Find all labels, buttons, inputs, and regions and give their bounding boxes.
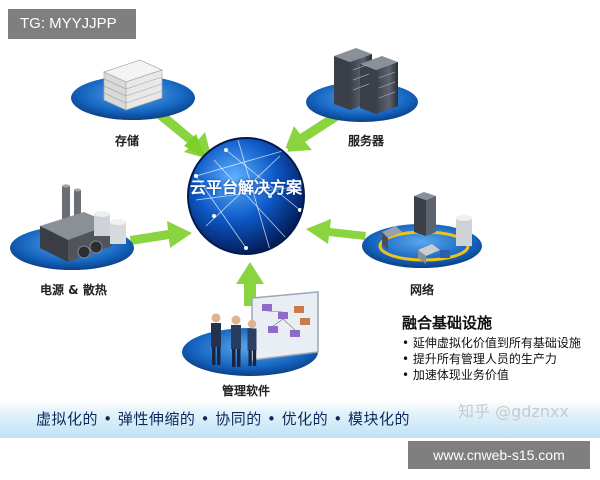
panel-item-text: 加速体现业务价值: [412, 368, 509, 382]
watermark-text: 知乎 @gdznxx: [458, 402, 569, 421]
node-label-power: 电源 & 散热: [40, 283, 107, 297]
panel-title: 融合基础设施: [402, 314, 493, 332]
management-software-icon: [211, 291, 319, 367]
node-label-storage: 存储: [115, 134, 140, 148]
storage-device-icon: [103, 59, 163, 111]
node-label-servers: 服务器: [348, 134, 385, 148]
network-devices-icon: [378, 192, 472, 264]
infrastructure-panel: 融合基础设施 • 延伸虚拟化价值到所有基础设施 • 提升所有管理人员的生产力 •…: [402, 312, 598, 383]
power-plant-icon: [40, 184, 126, 262]
panel-item: • 提升所有管理人员的生产力: [402, 352, 557, 366]
panel-item: • 延伸虚拟化价值到所有基础设施: [402, 336, 581, 350]
arrow-power: [130, 221, 192, 248]
tag-badge: TG: MYYJJPP: [8, 9, 136, 39]
center-label: 云平台解决方案: [189, 178, 302, 197]
arrow-servers: [284, 112, 339, 152]
panel-item-text: 延伸虚拟化价值到所有基础设施: [412, 336, 581, 350]
arrow-storage: [153, 108, 212, 160]
url-badge: www.cnweb-s15.com: [408, 441, 590, 469]
node-label-network: 网络: [410, 283, 435, 297]
node-label-software: 管理软件: [222, 384, 271, 398]
slogan-text: 虚拟化的 • 弹性伸缩的 • 协同的 • 优化的 • 模块化的: [36, 410, 411, 428]
arrow-network: [306, 219, 366, 244]
bottom-band: [0, 400, 600, 438]
arrow-software: [236, 262, 264, 306]
panel-item: • 加速体现业务价值: [402, 368, 509, 382]
server-rack-icon: [334, 48, 398, 114]
cloud-globe-icon: [187, 137, 305, 255]
panel-item-text: 提升所有管理人员的生产力: [412, 352, 557, 366]
